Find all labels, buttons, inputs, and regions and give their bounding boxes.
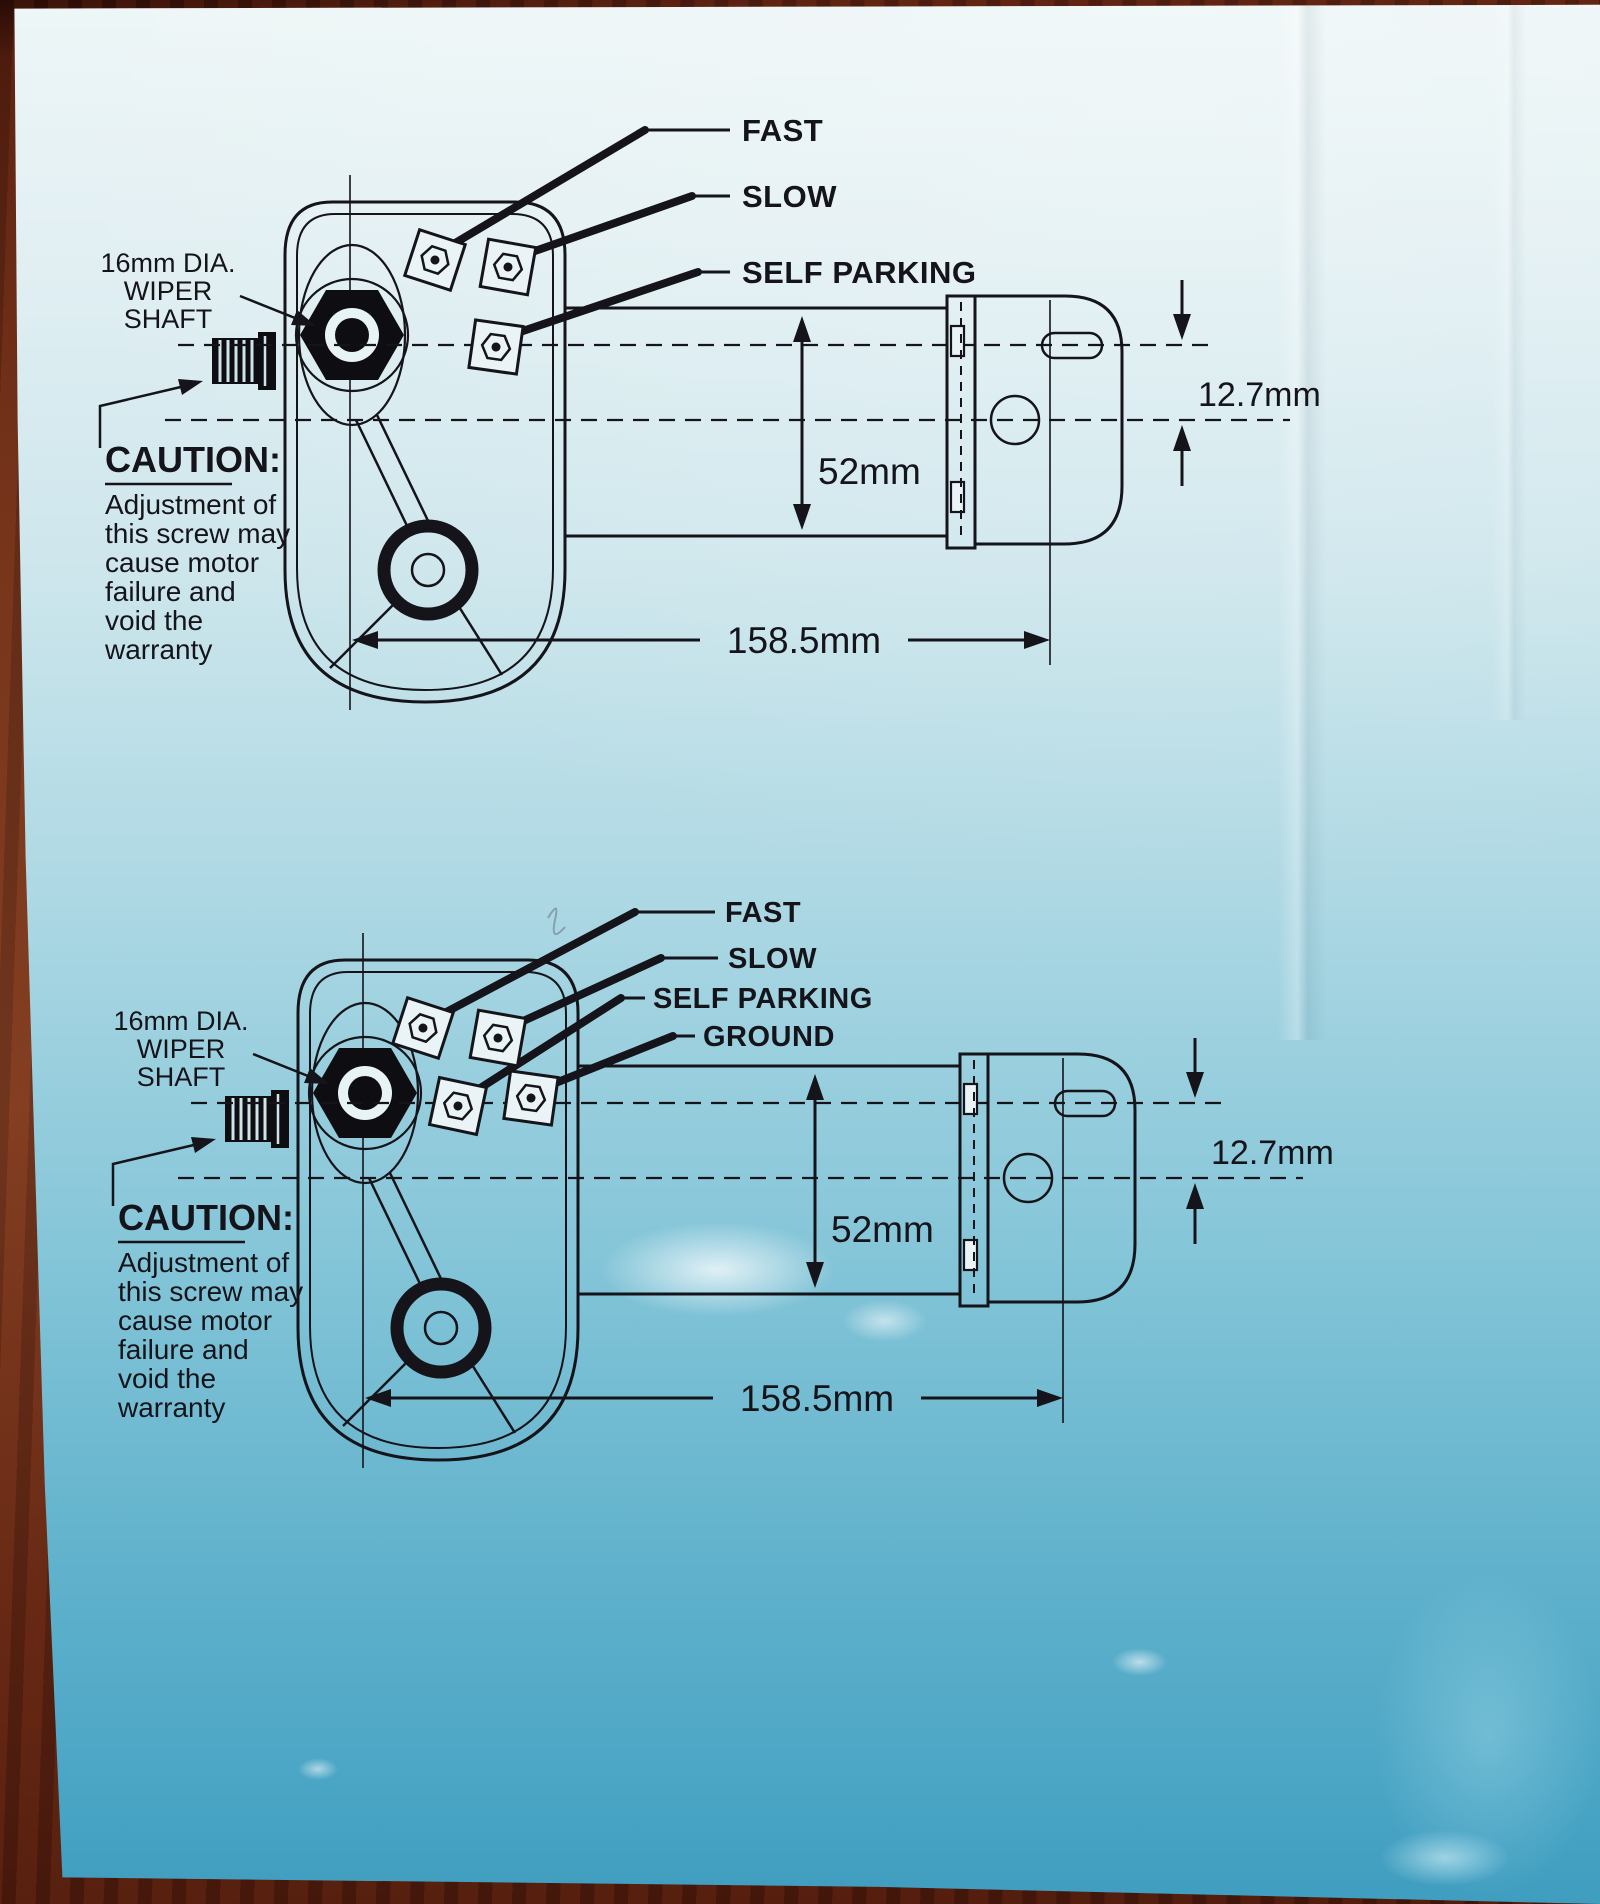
wire-label-ground: GROUND — [703, 1021, 835, 1053]
wire-label-self-parking: SELF PARKING — [742, 255, 977, 290]
pencil-smudge — [547, 907, 566, 935]
diagram-bottom: FAST SLOW SELF PARKING GROUND — [113, 897, 1334, 1468]
wire-label-fast: FAST — [742, 113, 823, 148]
wire-label-slow: SLOW — [742, 179, 837, 214]
diagram-bottom-leaders — [431, 908, 718, 1098]
wire-label-slow: SLOW — [728, 943, 817, 975]
wire-label-self-parking: SELF PARKING — [653, 983, 873, 1015]
diagram-top-leaders — [436, 126, 730, 342]
wire-label-fast: FAST — [725, 897, 801, 929]
diagram-top: FAST SLOW SELF PARKING — [100, 113, 1321, 710]
